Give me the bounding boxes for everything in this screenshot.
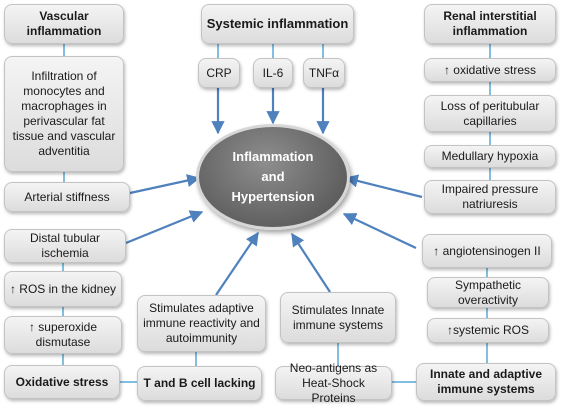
tcell-item-adaptive: Stimulates adaptive immune reactivity an… <box>137 295 266 352</box>
innate-item-stimulates: Stimulates Innate immune systems <box>280 292 396 343</box>
center-line-3: Hypertension <box>231 189 315 205</box>
renal-item-natriuresis: Impaired pressure natriuresis <box>424 180 556 214</box>
innate-item-angiotensinogen: ↑ angiotensinogen II <box>422 234 552 268</box>
renal-title: Renal interstitial inflammation <box>424 4 556 44</box>
innate-item-neo-antigens: Neo-antigens as Heat-Shock Proteins <box>275 361 392 405</box>
innate-item-systemic-ros: ↑systemic ROS <box>427 318 549 343</box>
renal-item-peritubular: Loss of peritubular capillaries <box>424 95 556 132</box>
vascular-item-infiltration: Infiltration of monocytes and macrophage… <box>4 56 124 172</box>
marker-tnfa: TNFα <box>303 58 345 88</box>
marker-crp: CRP <box>198 58 240 88</box>
tcell-title: T and B cell lacking <box>137 366 262 401</box>
center-line-2: and <box>261 168 285 184</box>
marker-il6: IL-6 <box>253 58 293 88</box>
oxidative-item-ros-kidney: ↑ ROS in the kidney <box>4 271 122 307</box>
center-node: Inflammation and Hypertension <box>196 124 350 230</box>
vascular-title: Vascular inflammation <box>4 4 124 44</box>
systemic-title: Systemic inflammation <box>201 4 354 44</box>
innate-item-sympathetic: Sympathetic overactivity <box>427 277 549 308</box>
renal-item-oxidative-stress: ↑ oxidative stress <box>424 58 556 82</box>
oxidative-item-distal-ischemia: Distal tubular ischemia <box>4 229 126 263</box>
center-line-1: Inflammation <box>232 148 314 164</box>
arrows <box>125 88 423 296</box>
renal-item-medullary-hypoxia: Medullary hypoxia <box>424 145 556 168</box>
oxidative-title: Oxidative stress <box>4 365 120 399</box>
connector-lines <box>62 44 491 383</box>
vascular-item-arterial-stiffness: Arterial stiffness <box>4 182 130 212</box>
innate-title: Innate and adaptive immune systems <box>416 363 556 401</box>
oxidative-item-superoxide: ↑ superoxide dismutase <box>4 316 122 354</box>
